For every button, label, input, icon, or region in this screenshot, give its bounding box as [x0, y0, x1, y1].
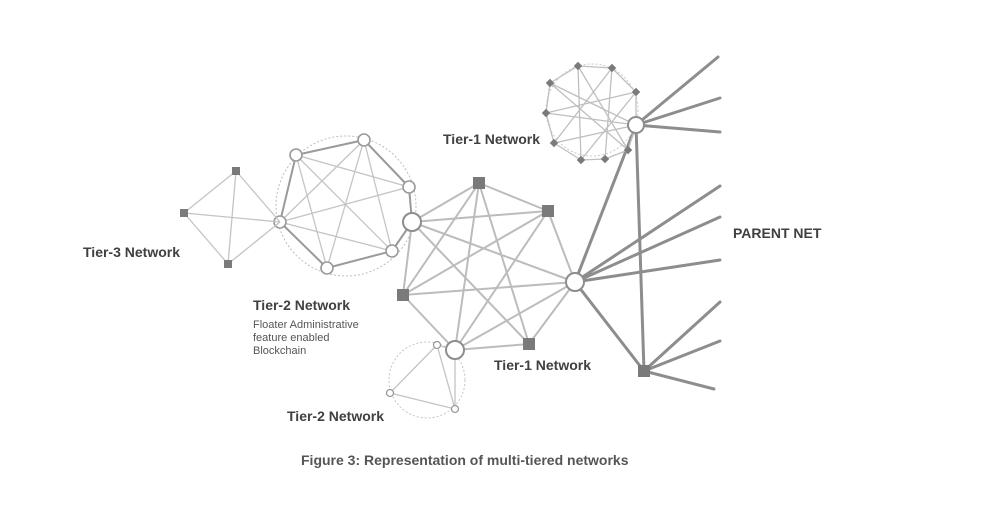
tier3-label: Tier-3 Network — [83, 244, 180, 260]
parent-net-edges — [573, 55, 722, 391]
tier3-network — [180, 167, 281, 268]
tier1-main-network — [397, 177, 576, 351]
tier1-top-label: Tier-1 Network — [443, 131, 540, 147]
parent-square-node — [638, 365, 650, 377]
figure-caption: Figure 3: Representation of multi-tiered… — [301, 452, 629, 468]
tier1-bottom-label: Tier-1 Network — [494, 357, 591, 373]
parent-net-label: PARENT NET — [733, 225, 822, 241]
tier2-small-label: Tier-2 Network — [287, 408, 384, 424]
tier2-note-line3: Blockchain — [253, 345, 307, 357]
tier2-main-network — [273, 133, 417, 277]
hub-nodes — [402, 212, 585, 360]
tier2-note-line1: Floater Administrative — [253, 319, 359, 331]
tier1-top-network — [541, 61, 645, 165]
tier2-main-label: Tier-2 Network — [253, 297, 350, 313]
tier2-note-line2: feature enabled — [253, 332, 330, 344]
